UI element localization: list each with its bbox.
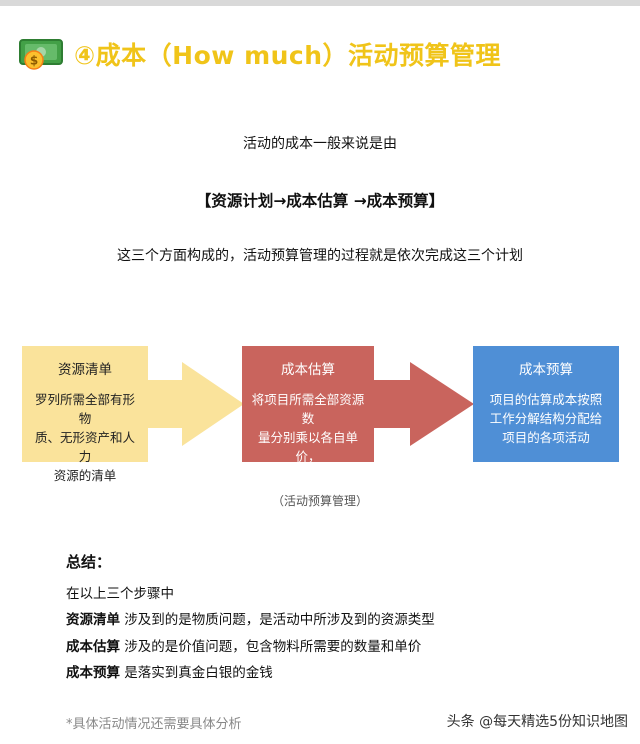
box-line: 工作分解结构分配给 [489, 411, 603, 426]
money-icon: $ [19, 39, 63, 70]
summary-text: 是落实到真金白银的金钱 [120, 665, 273, 681]
summary-text: 涉及的是价值问题，包含物料所需要的数量和单价 [120, 639, 422, 655]
box-line: 将项目所需全部资源数 [251, 392, 365, 426]
box-title: 资源清单 [58, 362, 112, 378]
summary-term: 成本估算 [66, 639, 120, 655]
box-body: 项目的估算成本按照 工作分解结构分配给 项目的各项活动 [473, 390, 619, 447]
summary-item: 成本预算 是落实到真金白银的金钱 [66, 661, 273, 681]
box-line: 量分别乘以各自单价， [257, 430, 358, 464]
description-text: 这三个方面构成的，活动预算管理的过程就是依次完成这三个计划 [117, 248, 523, 264]
box-line: 项目的估算成本按照 [489, 392, 603, 407]
box-body: 罗列所需全部有形物 质、无形资产和人力 资源的清单 [22, 390, 148, 485]
section-header: $ ④成本（How much）活动预算管理 [18, 36, 501, 72]
flow-text: 【资源计划→成本估算 →成本预算】 [195, 192, 445, 210]
arrow-1 [148, 362, 244, 446]
arrow-2 [374, 362, 474, 446]
footnote: *具体活动情况还需要具体分析 [66, 717, 242, 732]
summary-item: 成本估算 涉及的是价值问题，包含物料所需要的数量和单价 [66, 635, 421, 655]
box-title: 成本估算 [281, 362, 335, 378]
box-title: 成本预算 [519, 362, 573, 378]
diagram-caption: （活动预算管理） [271, 494, 368, 508]
summary-term: 资源清单 [66, 612, 120, 628]
watermark: 头条 @每天精选5份知识地图 [446, 714, 628, 730]
cost-budget-box: 成本预算 项目的估算成本按照 工作分解结构分配给 项目的各项活动 [473, 346, 619, 462]
intro-text: 活动的成本一般来说是由 [243, 136, 397, 152]
resource-list-box: 资源清单 罗列所需全部有形物 质、无形资产和人力 资源的清单 [22, 346, 148, 483]
top-border [0, 0, 640, 6]
summary-text: 涉及到的是物质问题，是活动中所涉及到的资源类型 [120, 612, 435, 628]
box-line: 汇集成项目总成本 [257, 468, 358, 483]
summary-title: 总结： [66, 553, 112, 571]
page-title: ④成本（How much）活动预算管理 [74, 41, 502, 70]
summary-item: 资源清单 涉及到的是物质问题，是活动中所涉及到的资源类型 [66, 608, 435, 628]
cost-estimate-box: 成本估算 将项目所需全部资源数 量分别乘以各自单价， 汇集成项目总成本 [242, 346, 374, 483]
svg-text:$: $ [30, 54, 38, 68]
box-body: 将项目所需全部资源数 量分别乘以各自单价， 汇集成项目总成本 [242, 390, 374, 485]
box-line: 质、无形资产和人力 [34, 430, 135, 464]
box-line: 项目的各项活动 [502, 430, 590, 445]
box-line: 罗列所需全部有形物 [34, 392, 135, 426]
box-line: 资源的清单 [53, 468, 117, 483]
summary-term: 成本预算 [66, 665, 120, 681]
summary-intro: 在以上三个步骤中 [66, 586, 174, 602]
